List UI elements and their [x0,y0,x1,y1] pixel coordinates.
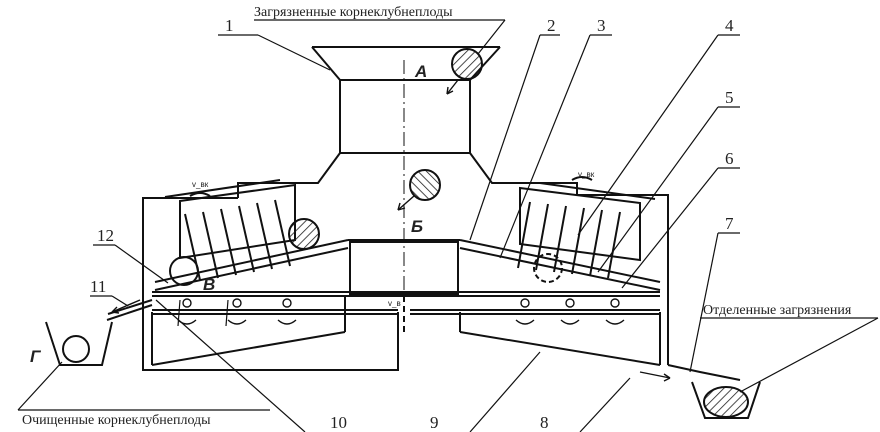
root-crops [169,48,563,286]
zone-g: Г [30,347,42,366]
callout-1: 1 [225,16,234,35]
cleaned-output-tray [45,299,153,366]
callout-3: 3 [597,16,606,35]
root-crop-v [169,256,199,286]
flow-arrows [111,79,671,382]
speed-mark-center: v_в [388,299,401,308]
caption-input: Загрязненные корнеклубнеплоды [254,5,453,20]
callout-4: 4 [725,16,734,35]
machine-body [142,194,741,381]
root-crop-brush [288,218,320,250]
support-rollers [177,298,625,325]
zone-b: Б [411,217,423,236]
caption-separated: Отделенные загрязнения [703,303,852,318]
root-crop-a [451,48,483,80]
callout-8: 8 [540,413,549,432]
right-brush-unit [517,176,656,279]
callout-10: 10 [330,413,347,432]
zone-v: В [203,275,215,294]
callout-11: 11 [90,277,106,296]
caption-cleaned: Очищенные корнеклубнеплоды [22,413,211,428]
waste-container [691,381,761,419]
callout-12: 12 [97,226,114,245]
root-crop-output [62,335,90,363]
speed-mark-right: v_вк [578,170,595,179]
callout-7: 7 [725,214,734,233]
callout-2: 2 [547,16,556,35]
hopper [237,46,578,198]
zone-a: А [414,62,427,81]
speed-mark-left: v_вк [192,180,209,189]
rod-conveyor [152,291,660,336]
root-crop-b [409,169,441,201]
callout-5: 5 [725,88,734,107]
root-crop-right [533,253,563,283]
leader-lines [17,19,879,432]
callout-6: 6 [725,149,734,168]
callout-9: 9 [430,413,439,432]
